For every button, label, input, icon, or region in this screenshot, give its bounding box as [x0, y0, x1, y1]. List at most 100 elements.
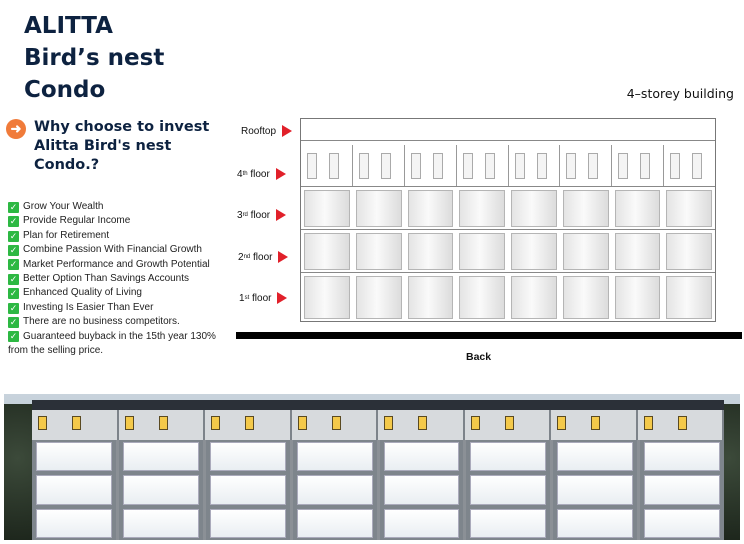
lit-window [297, 416, 307, 430]
window [514, 153, 525, 179]
panel [355, 276, 402, 319]
panel [459, 276, 505, 319]
red-marker-icon [275, 168, 286, 180]
unit [353, 145, 405, 186]
panel [511, 233, 557, 270]
lit-window [643, 416, 653, 430]
window [358, 153, 369, 179]
lit-window [158, 416, 168, 430]
window [536, 153, 547, 179]
floor-label-rooftop[interactable]: Rooftop [241, 125, 293, 137]
panel [407, 190, 454, 227]
list-item: ✓There are no business competitors. [8, 315, 236, 329]
panel [459, 233, 505, 270]
window [566, 153, 577, 179]
window [329, 153, 339, 179]
floor-label-text: Rooftop [241, 125, 277, 137]
lit-window [591, 416, 600, 430]
arrow-right-icon: ➜ [6, 119, 26, 139]
benefit-text-continuation: from the selling price. [8, 345, 104, 357]
panel [304, 276, 350, 319]
title-line-3: Condo [24, 77, 106, 103]
unit-column [466, 440, 554, 540]
panel [511, 276, 557, 319]
unit [560, 145, 613, 186]
unit [509, 145, 561, 186]
first-floor-row [301, 274, 715, 321]
window [432, 153, 443, 179]
list-item: ✓ Provide Regular Income [8, 214, 236, 228]
window [484, 153, 495, 179]
unit [405, 145, 457, 186]
benefits-list: ✓ Grow Your Wealth ✓ Provide Regular Incom… [8, 200, 236, 358]
benefit-text: Provide Regular Income [23, 215, 131, 227]
floor-label-text: floor [250, 251, 273, 263]
window [640, 153, 651, 179]
lit-window [72, 416, 81, 430]
checkmark-icon: ✓ [8, 230, 19, 242]
why-invest-section: ➜ Why choose to invest Alitta Bird's nes… [6, 118, 209, 175]
window [670, 153, 681, 179]
panel [355, 233, 402, 270]
checkmark-icon: ✓ [8, 244, 19, 256]
why-heading-line-3: Condo.? [34, 157, 100, 173]
unit [301, 145, 353, 186]
checkmark-icon: ✓ [8, 302, 19, 314]
unit [378, 410, 465, 440]
building-label: 4–storey building [626, 86, 734, 101]
checkmark-icon: ✓ [8, 216, 19, 228]
why-invest-heading: Why choose to invest Alitta Bird's nest … [34, 118, 209, 175]
panel [459, 190, 505, 227]
window [588, 153, 599, 179]
unit [457, 145, 509, 186]
floor-number: 3 [237, 209, 243, 221]
benefit-text: Grow Your Wealth [23, 201, 104, 212]
panel [407, 276, 454, 319]
unit [551, 410, 638, 440]
panel [666, 233, 712, 270]
lit-window [418, 416, 427, 430]
divider-bar [236, 332, 742, 339]
list-item: ✓Combine Passion With Financial Growth [8, 243, 236, 257]
second-floor-row [301, 231, 715, 273]
roof-edge [32, 400, 724, 410]
list-item: ✓ Market Performance and Growth Potential [8, 258, 236, 272]
back-view-label[interactable]: Back [466, 351, 492, 363]
window [692, 153, 703, 179]
checkmark-icon: ✓ [8, 288, 19, 300]
unit-column [32, 440, 119, 540]
panel [666, 276, 712, 319]
floor-label-text: floor [247, 209, 271, 221]
title-line-2: Bird’s nest [24, 45, 165, 71]
lit-window [557, 416, 566, 430]
lit-window [245, 416, 254, 430]
list-item: ✓Better Option Than Savings Accounts [8, 272, 236, 286]
benefit-text: Market Performance and Growth Potential [23, 258, 210, 270]
fourth-floor-row [301, 145, 715, 187]
panel [355, 190, 402, 227]
lit-window [504, 416, 514, 430]
window [410, 153, 421, 179]
panel [614, 190, 661, 227]
floor-number: 4 [237, 168, 243, 180]
panel [511, 190, 557, 227]
red-marker-icon [277, 292, 288, 304]
floor-label-text: floor [247, 168, 270, 180]
unit [638, 410, 724, 440]
rooftop-band [301, 119, 715, 141]
unit-column [379, 440, 467, 540]
unit [32, 410, 119, 440]
panel [614, 276, 661, 319]
checkmark-icon: ✓ [8, 259, 19, 271]
lit-window [677, 416, 687, 430]
third-floor-row [301, 188, 715, 230]
red-marker-icon [282, 125, 293, 137]
benefit-text: Better Option Than Savings Accounts [23, 273, 190, 285]
list-item: ✓Plan for Retirement [8, 229, 236, 243]
list-item: ✓Investing Is Easier Than Ever [8, 301, 236, 315]
checkmark-icon: ✓ [8, 201, 19, 213]
